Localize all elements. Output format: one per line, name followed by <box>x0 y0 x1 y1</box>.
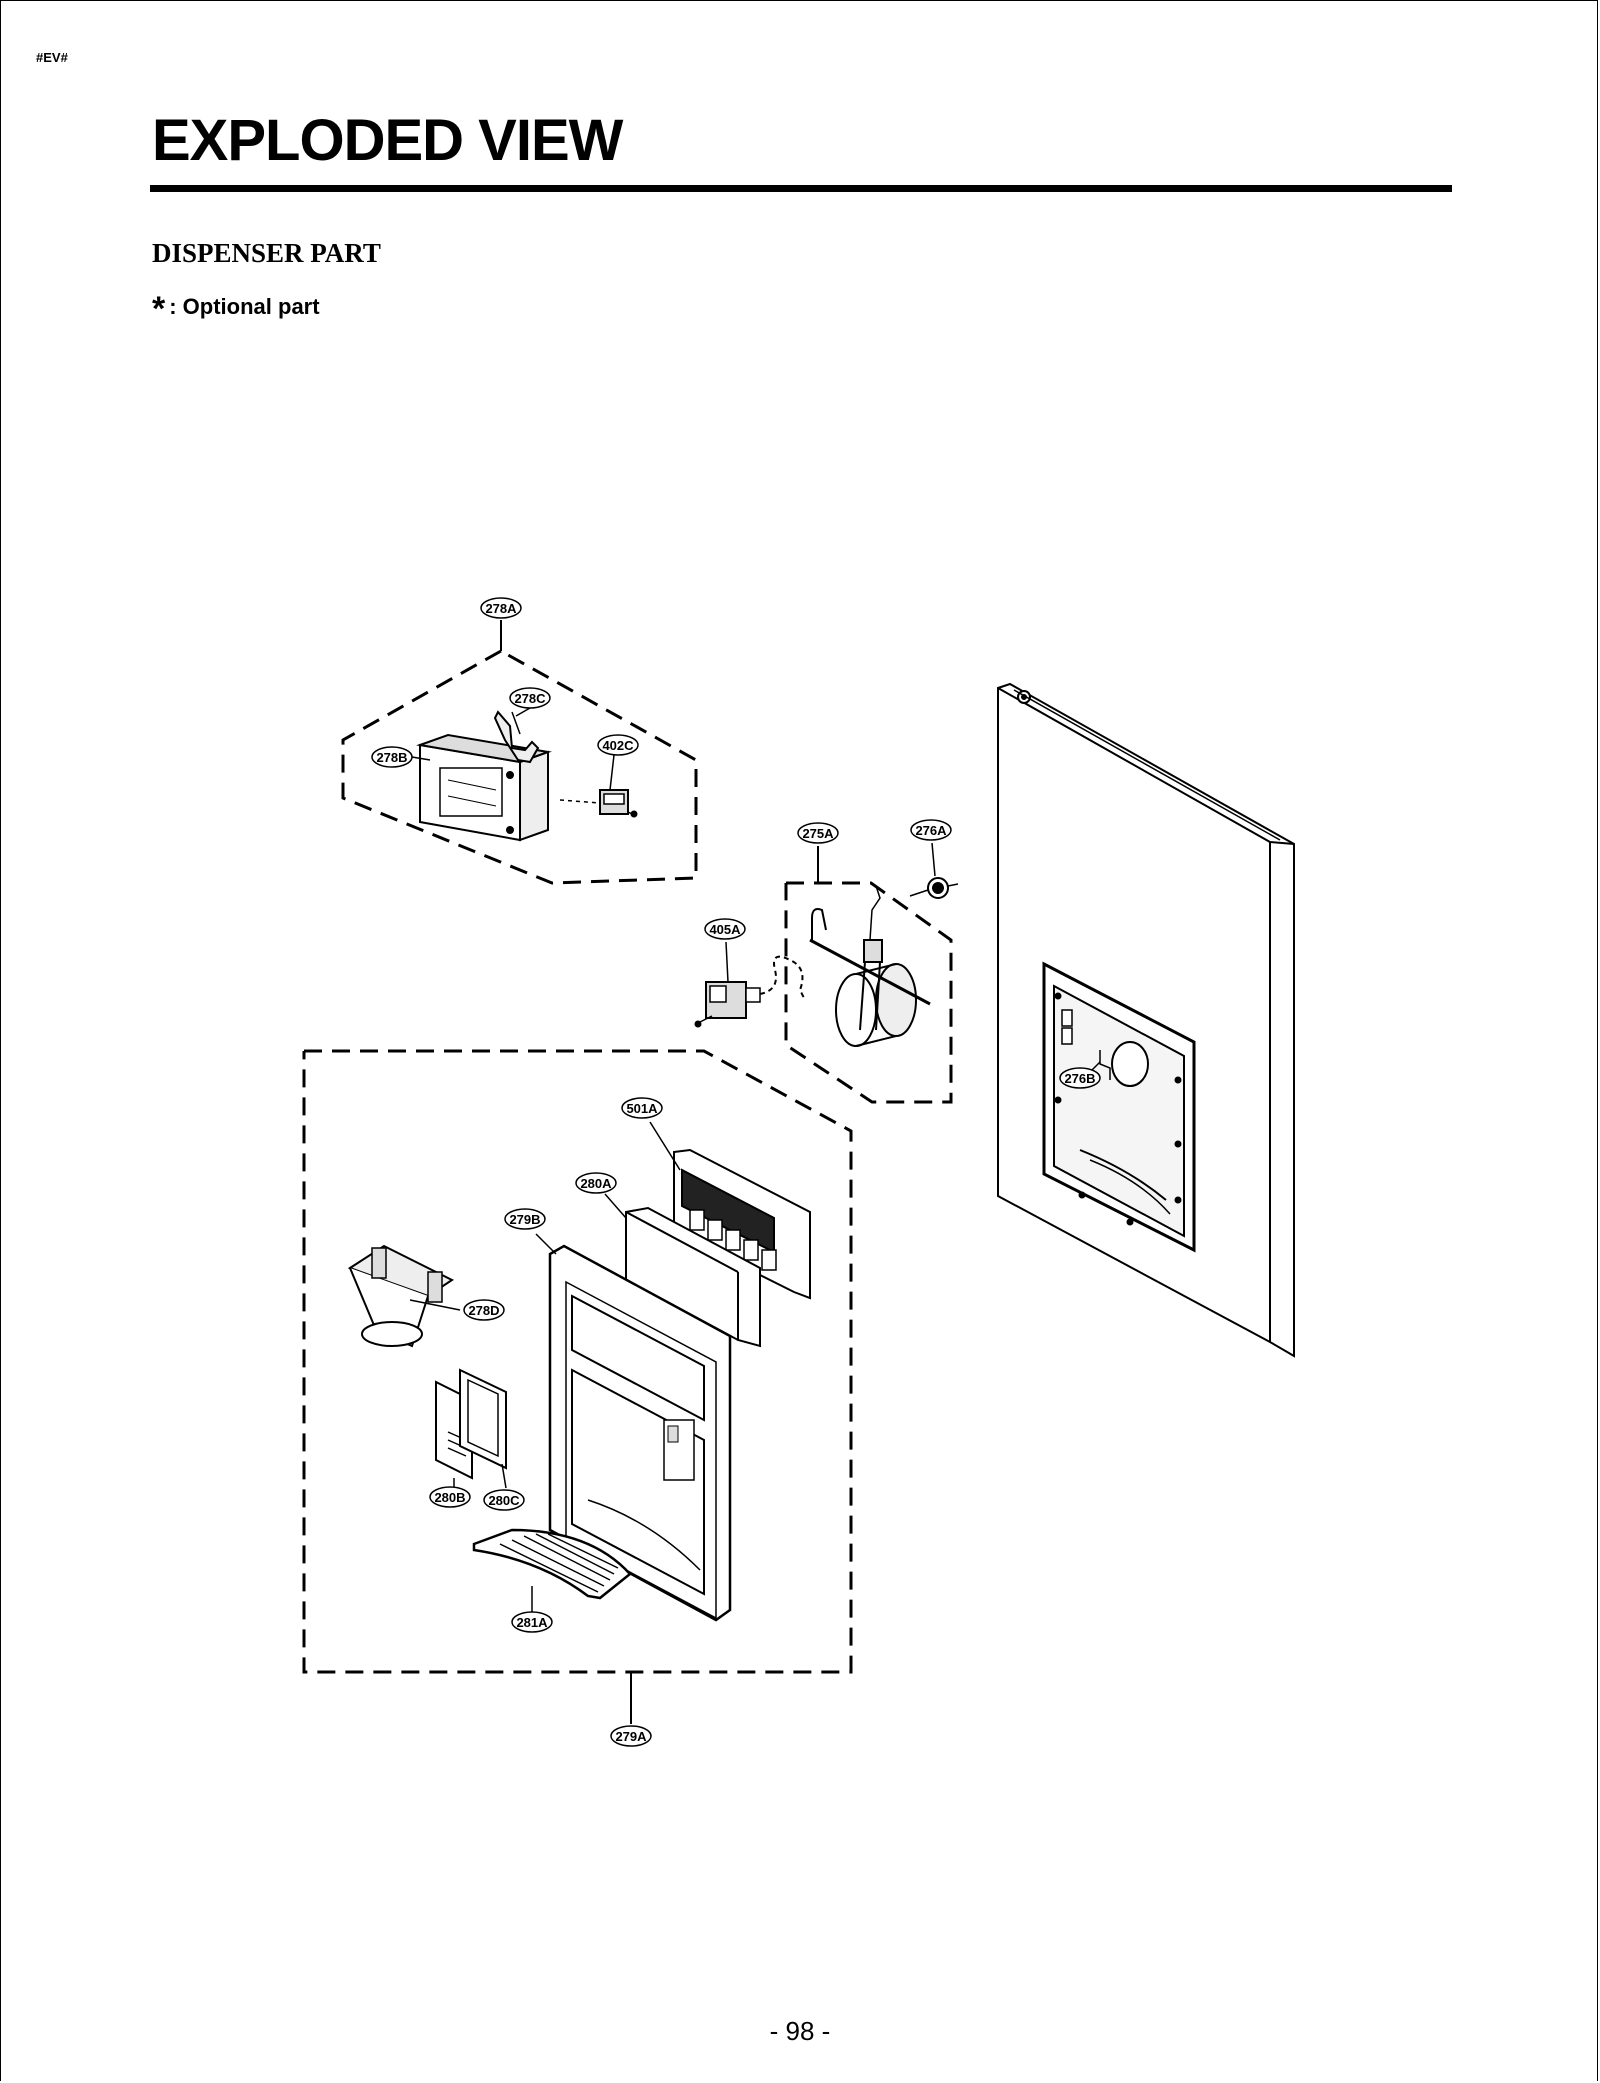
callout-279a-label: 279A <box>615 1729 647 1744</box>
group-278a-outline <box>341 620 698 885</box>
callout-276a-label: 276A <box>915 823 947 838</box>
group-275a-outline <box>784 846 953 1104</box>
part-405a-valve <box>694 941 806 1028</box>
callout-278b-label: 278B <box>376 750 407 765</box>
callout-278d-label: 278D <box>468 1303 499 1318</box>
callout-280a-label: 280A <box>580 1176 612 1191</box>
callout-402c-label: 402C <box>602 738 634 753</box>
callout-276a: 276A <box>910 819 952 841</box>
callout-278a: 278A <box>480 597 522 619</box>
callout-275a-label: 275A <box>802 826 834 841</box>
part-278c-lever <box>493 710 540 764</box>
callout-280c-label: 280C <box>488 1493 520 1508</box>
callout-278b: 278B <box>371 746 413 768</box>
part-402c-switch <box>559 789 638 818</box>
group-279a-outline <box>302 1049 853 1724</box>
optional-star-icon: * <box>152 290 166 328</box>
part-279b-cover <box>535 1233 732 1622</box>
page-number: - 98 - <box>769 2016 831 2046</box>
callout-280b-label: 280B <box>434 1490 465 1505</box>
callout-405a: 405A <box>704 918 746 940</box>
section-title: DISPENSER PART <box>152 238 381 268</box>
callout-276b-label: 276B <box>1064 1071 1095 1086</box>
callout-281a-label: 281A <box>516 1615 548 1630</box>
legend-text: : Optional part <box>169 294 320 319</box>
optional-part-legend: *: Optional part <box>152 290 320 329</box>
callout-279b: 279B <box>504 1208 546 1230</box>
callout-278c: 278C <box>509 687 551 709</box>
callout-281a: 281A <box>511 1611 553 1633</box>
callout-279a: 279A <box>610 1725 652 1747</box>
part-275a-mechanism <box>809 885 931 1047</box>
part-278d-funnel <box>347 1244 461 1348</box>
callout-278a-label: 278A <box>485 601 517 616</box>
document-code: #EV# <box>36 50 68 65</box>
callout-501a-label: 501A <box>626 1101 658 1116</box>
callout-276b: 276B <box>1059 1067 1101 1089</box>
callout-501a: 501A <box>621 1097 663 1119</box>
callout-280c: 280C <box>483 1489 525 1511</box>
dispenser-recess <box>1042 961 1196 1253</box>
callout-279b-label: 279B <box>509 1212 540 1227</box>
callout-402c: 402C <box>597 734 639 756</box>
title-rule <box>150 185 1452 192</box>
callout-405a-label: 405A <box>709 922 741 937</box>
callout-278c-label: 278C <box>514 691 546 706</box>
callout-278d: 278D <box>463 1299 505 1321</box>
callout-280a: 280A <box>575 1172 617 1194</box>
part-501a-display <box>649 1121 811 1300</box>
part-276a-spring <box>909 842 959 899</box>
callout-280b: 280B <box>429 1486 471 1508</box>
page-title: EXPLODED VIEW <box>152 108 623 173</box>
part-280c-bracket <box>459 1368 507 1489</box>
part-281a-tray <box>472 1528 632 1614</box>
callout-275a: 275A <box>797 822 839 844</box>
